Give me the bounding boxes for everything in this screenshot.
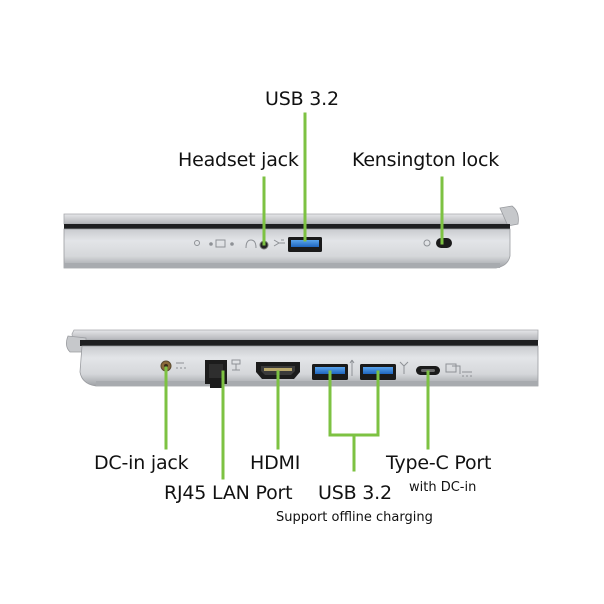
label-type-c: Type-C Port bbox=[386, 452, 492, 474]
label-hdmi: HDMI bbox=[250, 452, 301, 474]
label-headset-jack: Headset jack bbox=[178, 149, 299, 171]
label-bottom-usb-note: Support offline charging bbox=[276, 510, 433, 525]
label-type-c-note: with DC-in bbox=[409, 480, 477, 495]
label-top-usb: USB 3.2 bbox=[265, 88, 339, 110]
leader-lines bbox=[164, 112, 444, 480]
label-dc-in-jack: DC-in jack bbox=[94, 452, 189, 474]
label-rj45: RJ45 LAN Port bbox=[164, 482, 293, 504]
kensington-lock-slot bbox=[423, 238, 452, 248]
laptop-left-side bbox=[66, 329, 539, 388]
label-kensington-lock: Kensington lock bbox=[352, 149, 500, 171]
dc-in-jack-port bbox=[160, 360, 186, 372]
laptop-right-side bbox=[63, 205, 519, 269]
leader-bottom-usb bbox=[328, 370, 380, 472]
label-bottom-usb: USB 3.2 bbox=[318, 482, 392, 504]
